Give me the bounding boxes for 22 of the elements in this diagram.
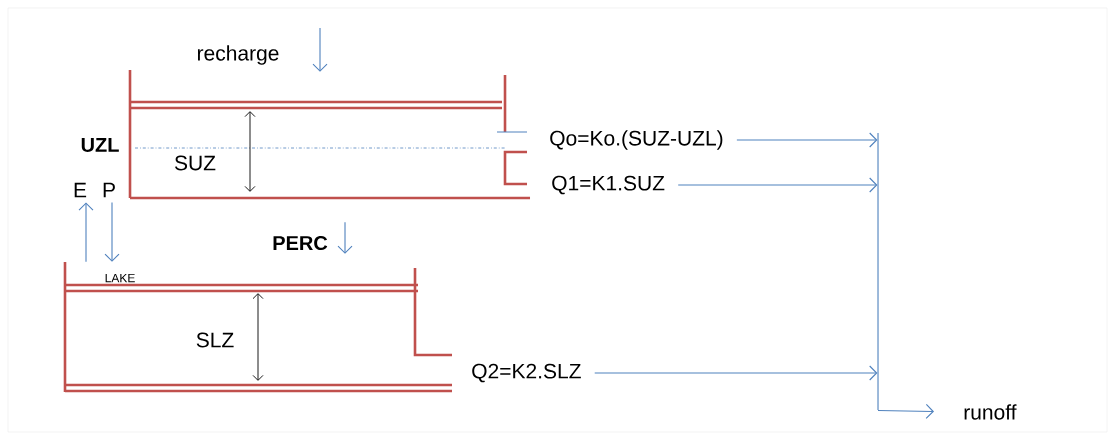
arrow	[736, 132, 878, 148]
formula-text: Qo=Ko.(SUZ-UZL)	[550, 130, 723, 150]
formula-text: runoff	[964, 404, 1017, 420]
arrow	[312, 27, 328, 72]
formula-text: Q1=K1.SUZ	[552, 175, 665, 195]
zone-label: SLZ	[196, 332, 234, 348]
formula-text: P	[103, 182, 115, 198]
arrow	[78, 202, 94, 263]
tank-drawing	[63, 262, 452, 393]
edge-label: recharge	[195, 44, 281, 66]
tank-drawing	[128, 70, 530, 200]
formula-text: Q2=K2.SLZ	[472, 363, 581, 383]
collector-line	[877, 132, 879, 411]
edge-label: PERC	[271, 234, 329, 252]
arrow	[104, 201, 120, 262]
zone-label: SUZ	[174, 155, 216, 171]
arrow	[677, 177, 878, 193]
arrow	[877, 403, 934, 419]
zone-label: LAKE	[105, 273, 135, 283]
formula-text: E	[74, 182, 87, 198]
arrow	[337, 221, 353, 254]
arrow	[594, 365, 878, 381]
